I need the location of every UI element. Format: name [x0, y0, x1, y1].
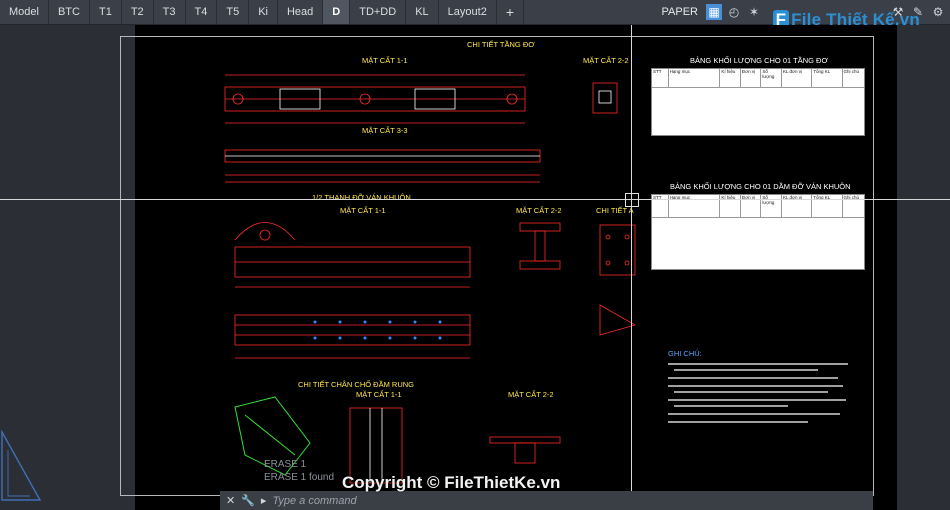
label-section-2-2-b: MẶT CẮT 2-2	[516, 206, 562, 215]
close-icon[interactable]: ✕	[226, 495, 236, 507]
table-header-cell: Kí hiệu	[720, 69, 741, 87]
tab-td-dd[interactable]: TD+DD	[350, 0, 407, 24]
command-history: ERASE 1 ERASE 1 found	[264, 458, 334, 484]
table-row: STT Hạng mục Kí hiệu Đơn vị Số lượng KL …	[652, 195, 864, 218]
label-section-1-1-b: MẶT CẮT 1-1	[340, 206, 386, 215]
table-header-cell: Hạng mục	[669, 195, 721, 217]
crosshair-vertical	[631, 25, 632, 510]
label-vibration-title: CHI TIẾT CHÂN CHỐ ĐẦM RUNG	[298, 380, 414, 389]
table-header-cell: Kí hiệu	[720, 195, 741, 217]
annotation-icon[interactable]: ✎	[912, 5, 924, 19]
cad-drawing	[224, 74, 637, 484]
table-header-cell: KL đơn vị	[782, 69, 813, 87]
snap-grid-icon[interactable]: ▦	[706, 4, 722, 20]
table-header-cell: Đơn vị	[741, 69, 762, 87]
notes-title: GHI CHÚ:	[668, 349, 702, 358]
object-snap-icon[interactable]: ✶	[748, 5, 760, 19]
label-section-1-1-c: MẶT CẮT 1-1	[356, 390, 402, 399]
tab-head[interactable]: Head	[278, 0, 324, 24]
quantity-table-1: STT Hạng mục Kí hiệu Đơn vị Số lượng KL …	[651, 68, 865, 136]
tab-t5[interactable]: T5	[217, 0, 250, 24]
paper-space-toggle[interactable]: PAPER	[661, 6, 698, 18]
logo-suffix: .vn	[894, 10, 920, 29]
wrench-icon[interactable]: 🔧	[241, 495, 255, 507]
history-line: ERASE 1	[264, 459, 307, 470]
tab-layout2[interactable]: Layout2	[439, 0, 497, 24]
layout-tab-bar: Model BTC T1 T2 T3 T4 T5 Ki Head D TD+DD…	[0, 0, 950, 25]
viewport-frame[interactable]	[120, 36, 874, 496]
label-section-3-3: MẶT CẮT 3-3	[362, 126, 408, 135]
command-line: ✕ 🔧 ▸ Type a command	[220, 491, 873, 510]
table-header-cell: Số lượng	[761, 195, 782, 217]
copyright-watermark: Copyright © FileThietKe.vn	[342, 473, 561, 492]
table-header-cell: Ghi chú	[843, 195, 860, 200]
polar-tracking-icon[interactable]: ◴	[728, 5, 740, 19]
label-section-2-2-c: MẶT CẮT 2-2	[508, 390, 554, 399]
label-section-2-2: MẶT CẮT 2-2	[583, 56, 629, 65]
main-title: CHI TIẾT TẦNG ĐƠ	[467, 40, 535, 49]
command-input[interactable]: Type a command	[272, 494, 357, 507]
tab-model[interactable]: Model	[0, 0, 49, 24]
table-header-cell: Ghi chú	[843, 69, 860, 74]
add-layout-button[interactable]: +	[497, 0, 525, 24]
crosshair-horizontal	[0, 199, 950, 200]
tab-t3[interactable]: T3	[154, 0, 186, 24]
table-header-cell: Số lượng	[761, 69, 782, 87]
tab-t2[interactable]: T2	[122, 0, 154, 24]
axis-triangle-icon	[1, 430, 42, 501]
command-prompt-icon[interactable]: ▸	[260, 495, 267, 507]
tab-ki[interactable]: Ki	[249, 0, 278, 24]
table-header-cell: KL đơn vị	[782, 195, 813, 217]
status-toolbar: PAPER ▦ ◴ ✶ ⚒ ✎ ⚙	[658, 0, 950, 24]
table-header-cell: Hạng mục	[669, 69, 721, 87]
quantity-table-2: STT Hạng mục Kí hiệu Đơn vị Số lượng KL …	[651, 194, 865, 270]
tab-t1[interactable]: T1	[90, 0, 122, 24]
label-formwork-title: 1/2 THANH ĐỠ VÁN KHUÔN	[312, 193, 411, 202]
settings-gear-icon[interactable]: ⚙	[932, 5, 944, 19]
tab-d[interactable]: D	[323, 0, 351, 24]
history-line: ERASE 1 found	[264, 472, 335, 483]
table-header-cell: Tổng KL	[812, 69, 843, 87]
label-detail-a: CHI TIẾT A	[596, 206, 634, 215]
logo-text: File Thiết Kế	[791, 10, 895, 29]
label-section-1-1: MẶT CẮT 1-1	[362, 56, 408, 65]
notes-text-lines	[668, 363, 848, 423]
tab-kl[interactable]: KL	[406, 0, 439, 24]
table-header-cell: STT	[652, 195, 669, 217]
table-header-cell: Đơn vị	[741, 195, 762, 217]
table-header-cell: Tổng KL	[812, 195, 843, 217]
table1-title: BẢNG KHỐI LƯỢNG CHO 01 TẦNG ĐƠ	[690, 56, 828, 65]
table-header-cell: STT	[652, 69, 669, 87]
tab-btc[interactable]: BTC	[49, 0, 90, 24]
tab-t4[interactable]: T4	[186, 0, 218, 24]
table-row: STT Hạng mục Kí hiệu Đơn vị Số lượng KL …	[652, 69, 864, 88]
table2-title: BẢNG KHỐI LƯỢNG CHO 01 DẦM ĐỠ VÁN KHUÔN	[670, 182, 851, 191]
pickbox-cursor	[625, 193, 639, 207]
workspace-icon[interactable]: ⚒	[892, 5, 904, 19]
